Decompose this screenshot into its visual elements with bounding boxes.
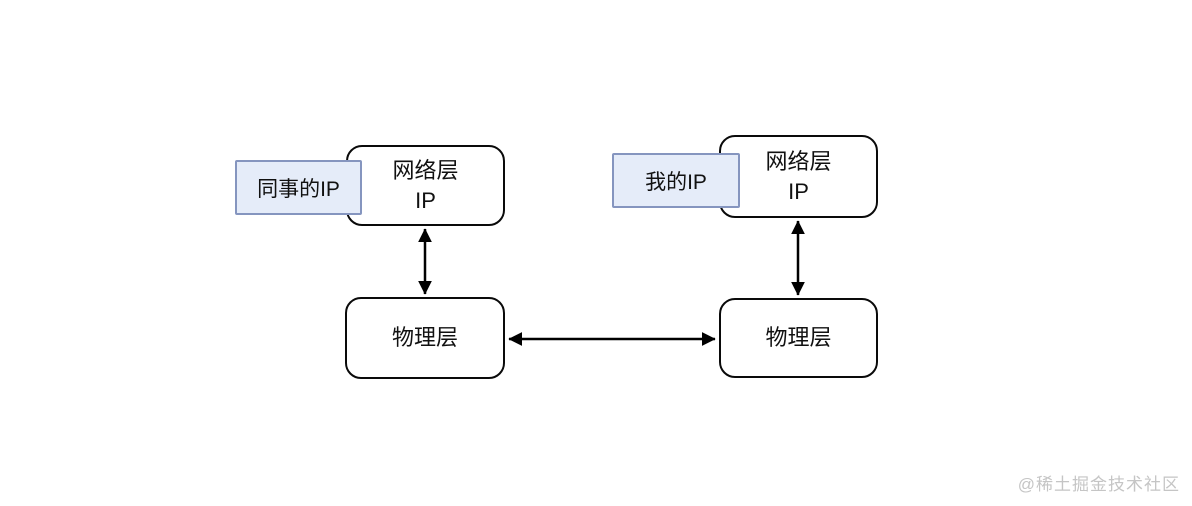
network-layer-box-left: 网络层 IP	[346, 145, 505, 226]
watermark: @稀土掘金技术社区	[1017, 475, 1180, 494]
physical-layer-box-right: 物理层	[719, 298, 878, 378]
physical-layer-box-left: 物理层	[345, 297, 505, 379]
network-layer-label-left: 网络层	[392, 157, 459, 183]
colleague-ip-tag: 同事的IP	[235, 160, 362, 215]
network-layer-ip-label-right: IP	[788, 178, 809, 204]
network-layer-box-right: 网络层 IP	[719, 135, 878, 218]
my-ip-tag: 我的IP	[612, 153, 740, 208]
network-layer-ip-label-left: IP	[415, 187, 436, 213]
network-layer-label-right: 网络层	[765, 148, 832, 174]
